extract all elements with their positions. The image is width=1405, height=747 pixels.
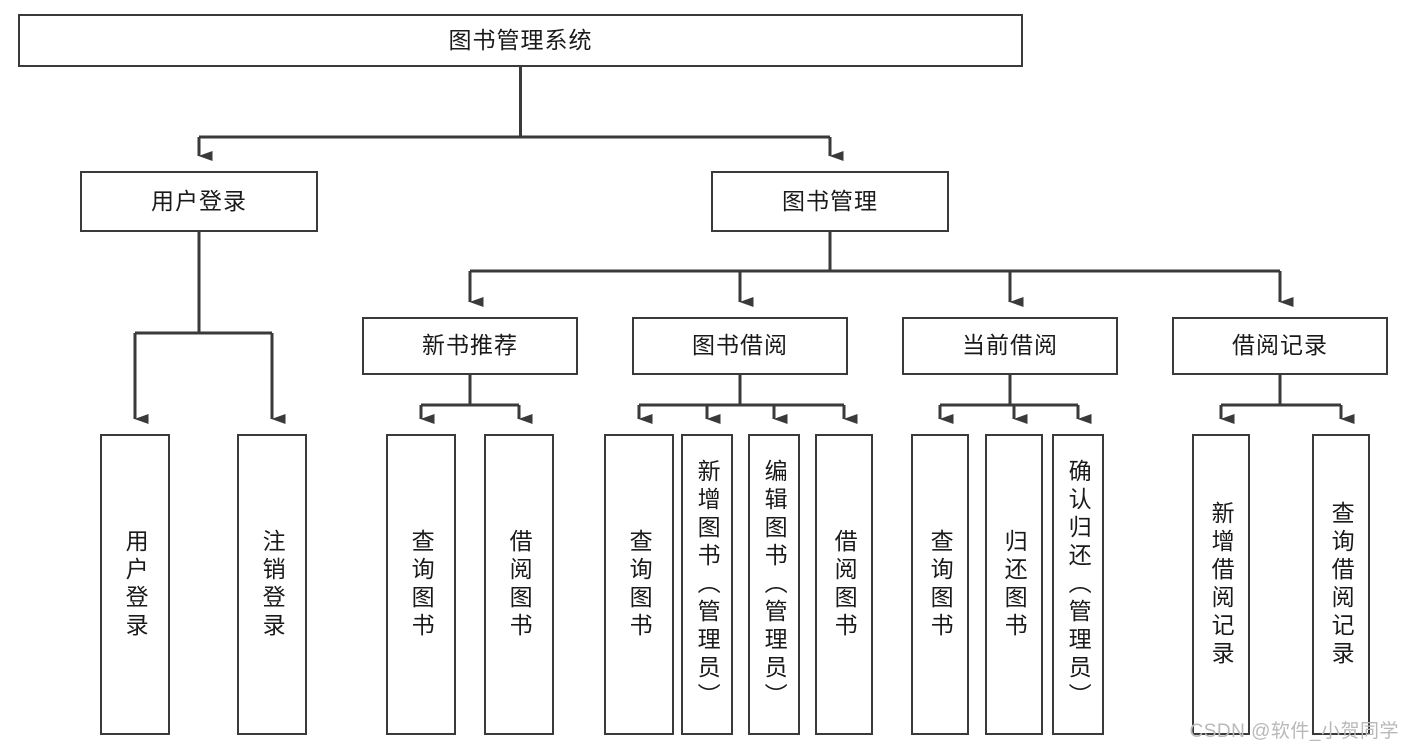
- node-label: 查询图书: [408, 528, 435, 641]
- node-label: 新书推荐: [422, 332, 518, 359]
- leaf-query-book-recommend[interactable]: 查询图书: [386, 434, 456, 735]
- node-label: 借阅记录: [1232, 332, 1328, 359]
- node-label: 图书借阅: [692, 332, 788, 359]
- leaf-add-borrow-record[interactable]: 新增借阅记录: [1192, 434, 1250, 735]
- node-borrow-record[interactable]: 借阅记录: [1172, 317, 1388, 375]
- node-label: 借阅图书: [831, 528, 858, 641]
- node-label: 编辑图书（管理员）: [761, 458, 788, 711]
- node-book-borrow[interactable]: 图书借阅: [632, 317, 848, 375]
- node-label: 确认归还（管理员）: [1065, 458, 1092, 711]
- leaf-query-borrow-record[interactable]: 查询借阅记录: [1312, 434, 1370, 735]
- leaf-user-logout[interactable]: 注销登录: [237, 434, 307, 735]
- node-label: 图书管理: [782, 187, 878, 214]
- node-label: 新增图书（管理员）: [694, 458, 721, 711]
- node-label: 用户登录: [151, 187, 247, 214]
- csdn-watermark: CSDN @软件_小贺同学: [1189, 721, 1399, 742]
- node-label: 查询借阅记录: [1328, 500, 1355, 669]
- leaf-borrow-book-recommend[interactable]: 借阅图书: [484, 434, 554, 735]
- leaf-user-login[interactable]: 用户登录: [100, 434, 170, 735]
- node-user-login[interactable]: 用户登录: [80, 171, 318, 232]
- node-label: 用户登录: [122, 528, 149, 641]
- leaf-borrow-book[interactable]: 借阅图书: [815, 434, 873, 735]
- node-label: 图书管理系统: [448, 26, 593, 53]
- node-label: 借阅图书: [506, 528, 533, 641]
- node-current-borrow[interactable]: 当前借阅: [902, 317, 1118, 375]
- node-book-management[interactable]: 图书管理: [711, 171, 949, 232]
- node-new-book-recommend[interactable]: 新书推荐: [362, 317, 578, 375]
- node-root[interactable]: 图书管理系统: [18, 14, 1023, 67]
- node-label: 注销登录: [259, 528, 286, 641]
- leaf-query-book-borrow[interactable]: 查询图书: [604, 434, 674, 735]
- node-label: 查询图书: [626, 528, 653, 641]
- leaf-edit-book-admin[interactable]: 编辑图书（管理员）: [748, 434, 800, 735]
- leaf-query-book-current[interactable]: 查询图书: [911, 434, 969, 735]
- node-label: 查询图书: [927, 528, 954, 641]
- leaf-return-book[interactable]: 归还图书: [985, 434, 1043, 735]
- node-label: 新增借阅记录: [1208, 500, 1235, 669]
- node-label: 当前借阅: [962, 332, 1058, 359]
- leaf-confirm-return-admin[interactable]: 确认归还（管理员）: [1052, 434, 1104, 735]
- leaf-add-book-admin[interactable]: 新增图书（管理员）: [681, 434, 733, 735]
- node-label: 归还图书: [1001, 528, 1028, 641]
